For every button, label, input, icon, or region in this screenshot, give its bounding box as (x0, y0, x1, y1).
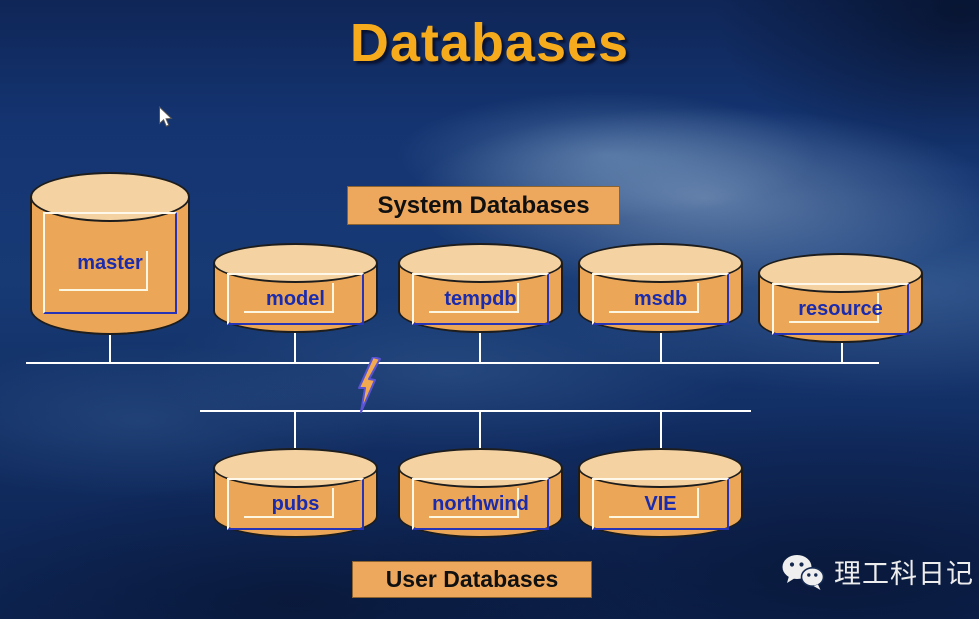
connector-resource (841, 342, 843, 362)
db-label-plate-master: master (43, 212, 177, 314)
db-name-model: model (266, 287, 325, 310)
database-cylinder-northwind: northwind (398, 448, 563, 538)
database-cylinder-model: model (213, 243, 378, 333)
db-name-vie: VIE (644, 492, 677, 515)
plate-accent-line-horizontal (59, 289, 148, 292)
db-name-master: master (77, 251, 143, 274)
db-label-plate-msdb: msdb (592, 273, 729, 325)
page-title: Databases (349, 13, 630, 73)
connector-model (294, 332, 296, 362)
db-name-northwind: northwind (432, 492, 529, 515)
connector-northwind (479, 412, 481, 450)
system-databases-box: System Databases (347, 186, 620, 225)
plate-accent-line-vertical (877, 292, 880, 323)
database-cylinder-vie: VIE (578, 448, 743, 538)
db-name-tempdb: tempdb (444, 287, 517, 310)
connector-master (109, 334, 111, 362)
mouse-cursor-icon (159, 106, 173, 127)
plate-accent-line-vertical (517, 282, 520, 313)
db-label-plate-resource: resource (772, 283, 909, 335)
db-label-plate-northwind: northwind (412, 478, 549, 530)
plate-accent-line-horizontal (788, 320, 880, 323)
database-cylinder-tempdb: tempdb (398, 243, 563, 333)
db-label-plate-model: model (227, 273, 364, 325)
plate-accent-line-vertical (517, 487, 520, 518)
cylinder-top (398, 243, 563, 283)
db-name-pubs: pubs (271, 492, 320, 515)
watermark-text: 理工科日记 (834, 559, 974, 589)
system-bus-line (26, 362, 879, 364)
plate-accent-line-horizontal (243, 310, 335, 313)
plate-accent-line-horizontal (243, 515, 335, 518)
cylinder-top (398, 448, 563, 488)
db-label-plate-pubs: pubs (227, 478, 364, 530)
connector-pubs (294, 412, 296, 450)
plate-accent-line-vertical (697, 282, 700, 313)
cylinder-top (578, 448, 743, 488)
cylinder-top (213, 243, 378, 283)
wechat-icon (782, 554, 825, 590)
plate-accent-line-horizontal (428, 310, 520, 313)
database-cylinder-pubs: pubs (213, 448, 378, 538)
watermark: 理工科日记 (781, 552, 974, 591)
lightning-bolt-icon (358, 357, 381, 413)
system-databases-label: System Databases (377, 191, 590, 219)
database-cylinder-msdb: msdb (578, 243, 743, 333)
db-name-msdb: msdb (633, 287, 688, 310)
plate-accent-line-horizontal (608, 310, 700, 313)
plate-accent-line-horizontal (428, 515, 520, 518)
connector-msdb (660, 332, 662, 362)
user-databases-label: User Databases (385, 566, 559, 592)
plate-accent-line-vertical (332, 282, 335, 313)
plate-accent-line-horizontal (608, 515, 700, 518)
db-label-plate-tempdb: tempdb (412, 273, 549, 325)
plate-accent-line-vertical (145, 251, 148, 292)
plate-accent-line-vertical (332, 487, 335, 518)
database-cylinder-master: master (30, 172, 190, 335)
cylinder-top (213, 448, 378, 488)
db-name-resource: resource (798, 297, 883, 320)
user-bus-line (200, 410, 751, 412)
database-cylinder-resource: resource (758, 253, 923, 343)
plate-accent-line-vertical (697, 487, 700, 518)
cylinder-top (578, 243, 743, 283)
cylinder-top (758, 253, 923, 293)
db-label-plate-vie: VIE (592, 478, 729, 530)
user-databases-box: User Databases (352, 561, 592, 598)
connector-tempdb (479, 332, 481, 362)
connector-vie (660, 412, 662, 450)
